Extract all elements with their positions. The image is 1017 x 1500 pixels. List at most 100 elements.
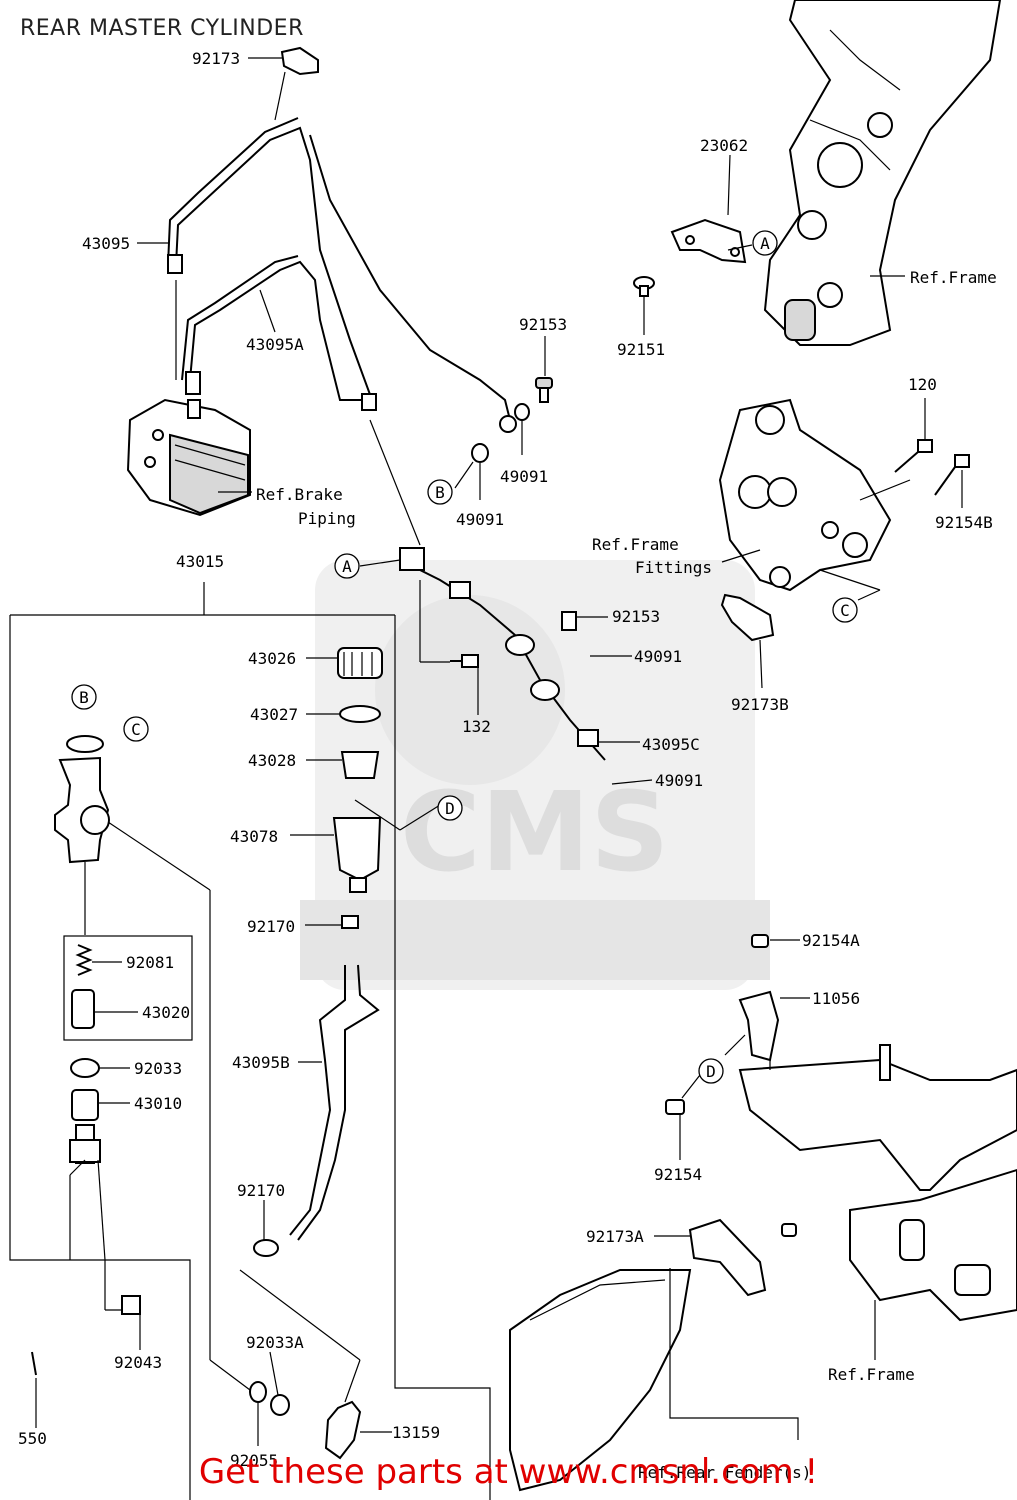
- label-49091-d: 49091: [655, 771, 703, 790]
- ref-letter: B: [79, 688, 89, 707]
- label-43010: 43010: [134, 1094, 182, 1113]
- label-49091-a: 49091: [500, 467, 548, 486]
- cotter-550: [31, 1351, 37, 1376]
- label-550: 550: [18, 1429, 47, 1448]
- ref-letter: C: [131, 720, 141, 739]
- bolt-120: [894, 439, 933, 473]
- label-43027: 43027: [250, 705, 298, 724]
- label-92170-top: 92170: [247, 917, 295, 936]
- plate-43027: [339, 705, 381, 723]
- label-92170-bottom: 92170: [237, 1181, 285, 1200]
- label-92173: 92173: [192, 49, 240, 68]
- ref-letter: A: [760, 234, 770, 253]
- label-ref-frame-fittings-2: Fittings: [635, 558, 712, 577]
- ref-letter: D: [706, 1062, 716, 1081]
- reservoir-hose-43095B: [289, 964, 380, 1241]
- label-49091-b: 49091: [456, 510, 504, 529]
- leader-lines: [35, 57, 963, 1446]
- clip-92173A: [688, 1218, 767, 1297]
- ref-letter: C: [840, 601, 850, 620]
- fender-ref-bracket: [669, 1268, 799, 1440]
- label-43095C: 43095C: [642, 735, 700, 754]
- oring-92055: [249, 1381, 267, 1403]
- bolt-92154A: [751, 934, 769, 948]
- label-92043: 92043: [114, 1353, 162, 1372]
- label-92154A: 92154A: [802, 931, 860, 950]
- master-cylinder-body: [54, 735, 110, 864]
- buy-parts-link[interactable]: Get these parts at www.cmsnl.com !: [198, 1452, 819, 1492]
- label-92081: 92081: [126, 953, 174, 972]
- label-23062: 23062: [700, 136, 748, 155]
- label-92153-top: 92153: [519, 315, 567, 334]
- reservoir-cap-43026: [337, 647, 383, 679]
- pushrod-43010: [69, 1089, 101, 1164]
- ref-circle-rB2: B: [71, 684, 97, 710]
- ref-letter: D: [445, 799, 455, 818]
- spring-piston-group: [63, 935, 193, 1041]
- ref-circle-rA1: A: [752, 230, 778, 256]
- bracket-11056: [738, 990, 780, 1062]
- label-ref-frame-fittings: Ref.Frame: [592, 535, 679, 554]
- rear-fender: [509, 1269, 692, 1492]
- pin-92043: [121, 1295, 141, 1315]
- part-labels: 92173 23062 43095 43095A Ref.Frame 92151…: [18, 49, 997, 1482]
- diaphragm-43028: [340, 751, 380, 779]
- label-92154: 92154: [654, 1165, 702, 1184]
- label-49091-c: 49091: [634, 647, 682, 666]
- ref-letter: A: [342, 557, 352, 576]
- ref-circle-rA2: A: [334, 553, 360, 579]
- ref-circle-rC2: C: [832, 597, 858, 623]
- fitting-13159: [324, 1400, 362, 1460]
- frame-top-right: [763, 0, 1002, 346]
- label-92173B: 92173B: [731, 695, 789, 714]
- bolt-fender: [781, 1223, 797, 1237]
- spring-92081: [75, 944, 93, 976]
- label-ref-frame-top: Ref.Frame: [910, 268, 997, 287]
- washer-49091-b: [471, 443, 489, 463]
- label-43015: 43015: [176, 552, 224, 571]
- piston-43020: [71, 989, 95, 1029]
- label-120: 120: [908, 375, 937, 394]
- clamp-92170-bottom: [253, 1239, 279, 1257]
- ref-circle-rD2: D: [698, 1058, 724, 1084]
- reservoir-43078: [332, 817, 382, 893]
- label-43095B: 43095B: [232, 1053, 290, 1072]
- washer-49091-a: [514, 403, 530, 421]
- label-43026: 43026: [248, 649, 296, 668]
- label-43095: 43095: [82, 234, 130, 253]
- label-ref-frame-lower: Ref.Frame: [828, 1365, 915, 1384]
- label-92055: 92055: [230, 1451, 278, 1470]
- label-ref-brake-piping: Piping: [298, 509, 356, 528]
- abs-unit: [126, 398, 251, 517]
- bolt-132: [450, 654, 479, 668]
- reference-circles: A B A C B C D D: [71, 230, 858, 1084]
- label-ref-rear-fender: Ref.Rear Fender(s): [638, 1463, 811, 1482]
- label-43028: 43028: [248, 751, 296, 770]
- label-92173A: 92173A: [586, 1227, 644, 1246]
- label-43020: 43020: [142, 1003, 190, 1022]
- ref-circle-rD1: D: [437, 795, 463, 821]
- bolt-92153-mid: [561, 611, 577, 631]
- brake-hoses-upper: [167, 117, 517, 433]
- bracket-23062: [670, 218, 747, 264]
- bolt-92154B: [934, 454, 970, 496]
- label-ref-brake: Ref.Brake: [256, 485, 343, 504]
- circlip-92033: [70, 1058, 100, 1078]
- ref-circle-rC1: C: [123, 716, 149, 742]
- bolt-92151: [633, 276, 655, 297]
- watermark-text: CMS: [400, 768, 669, 896]
- label-92151: 92151: [617, 340, 665, 359]
- label-132: 132: [462, 717, 491, 736]
- label-43095A: 43095A: [246, 335, 304, 354]
- bolt-92154: [665, 1099, 685, 1115]
- oring-92033A: [270, 1394, 290, 1416]
- ref-circle-rB1: B: [427, 479, 453, 505]
- label-92033A: 92033A: [246, 1333, 304, 1352]
- brake-hose-43095C: [399, 547, 606, 761]
- clamp-92170-top: [341, 915, 359, 929]
- page-title: REAR MASTER CYLINDER: [20, 16, 304, 41]
- label-92033: 92033: [134, 1059, 182, 1078]
- label-43078: 43078: [230, 827, 278, 846]
